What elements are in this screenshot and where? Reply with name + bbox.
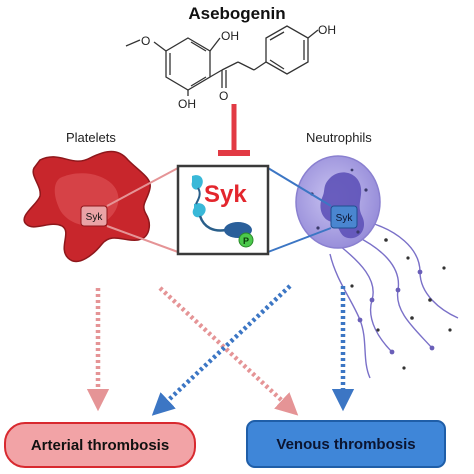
o-label-ketone: O	[219, 89, 228, 103]
neutrophil-syk-label: Syk	[336, 213, 354, 224]
venous-thrombosis-label: Venous thrombosis	[276, 435, 416, 453]
neutrophil-connector-top	[267, 167, 332, 207]
phospho-label: P	[243, 236, 249, 246]
title-asebogenin: Asebogenin	[188, 4, 285, 23]
platelet-connector-bottom	[106, 225, 179, 253]
oh-label-top: OH	[221, 29, 239, 43]
pathway-arrows	[86, 284, 355, 416]
oh-label-right: OH	[318, 23, 336, 37]
arterial-thrombosis-badge: Arterial thrombosis	[4, 422, 196, 468]
syk-detail-box	[176, 164, 270, 256]
platelet-syk-label: Syk	[86, 212, 104, 223]
left-benzene-ring	[165, 37, 211, 91]
platelet-connector-top	[106, 167, 179, 207]
asebogenin-structure	[125, 25, 319, 96]
arterial-thrombosis-label: Arterial thrombosis	[30, 436, 170, 454]
inhibition-symbol	[218, 104, 250, 156]
oh-label-bottom: OH	[178, 97, 196, 111]
platelet-cell	[23, 150, 151, 263]
o-label-methoxy: O	[141, 34, 150, 48]
neutrophils-label: Neutrophils	[306, 130, 372, 145]
venous-thrombosis-badge: Venous thrombosis	[246, 420, 446, 468]
neutrophil-connector-bottom	[267, 227, 332, 253]
platelet-syk-box	[80, 205, 108, 227]
neutrophil-syk-box	[330, 205, 358, 229]
phospho-circle	[238, 232, 254, 248]
syk-detail-label: Syk	[204, 181, 247, 208]
neutrophil-cell	[295, 155, 459, 379]
right-benzene-ring	[265, 25, 309, 75]
platelets-label: Platelets	[66, 130, 116, 145]
